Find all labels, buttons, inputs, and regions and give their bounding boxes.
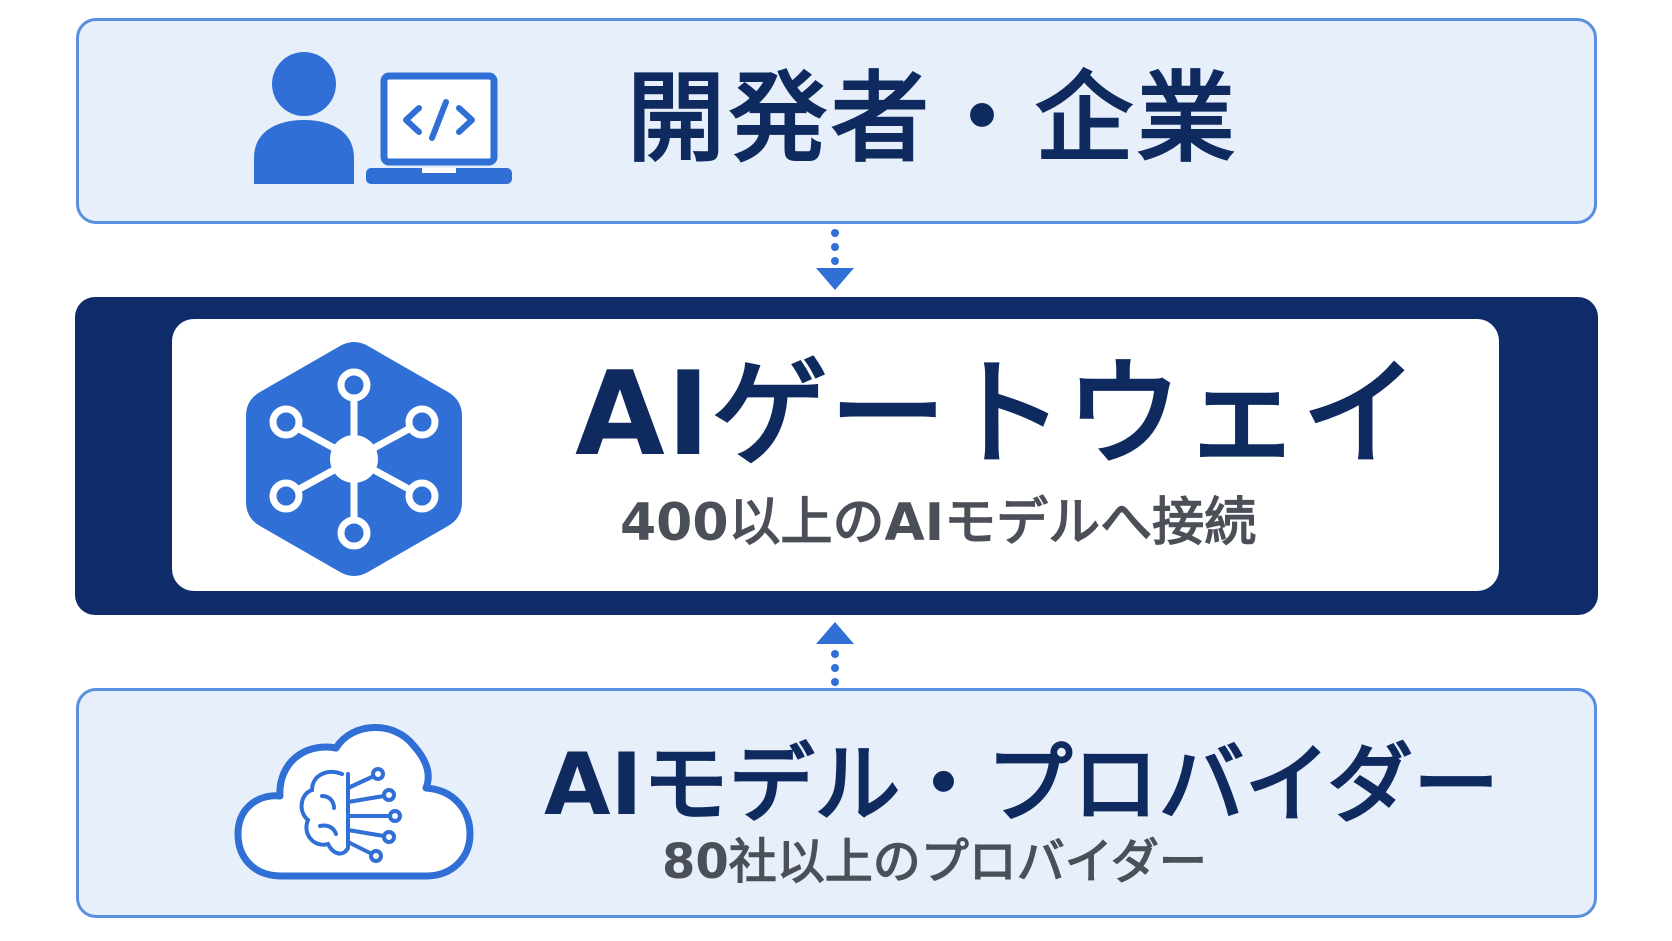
gateway-title: AIゲートウェイ (575, 347, 1420, 482)
hub-network-icon (246, 342, 462, 576)
user-icon (254, 52, 354, 184)
developers-layer (76, 18, 1597, 224)
gateway-subtitle: 400以上のAIモデルへ接続 (620, 493, 1257, 553)
laptop-code-icon (366, 72, 512, 184)
developers-title: 開発者・企業 (627, 62, 1240, 176)
providers-subtitle: 80社以上のプロバイダー (662, 834, 1207, 890)
providers-title: AIモデル・プロバイダー (544, 735, 1500, 835)
arrow-up-icon (816, 622, 854, 686)
arrow-down-icon (816, 229, 854, 290)
cloud-brain-icon (234, 724, 474, 880)
